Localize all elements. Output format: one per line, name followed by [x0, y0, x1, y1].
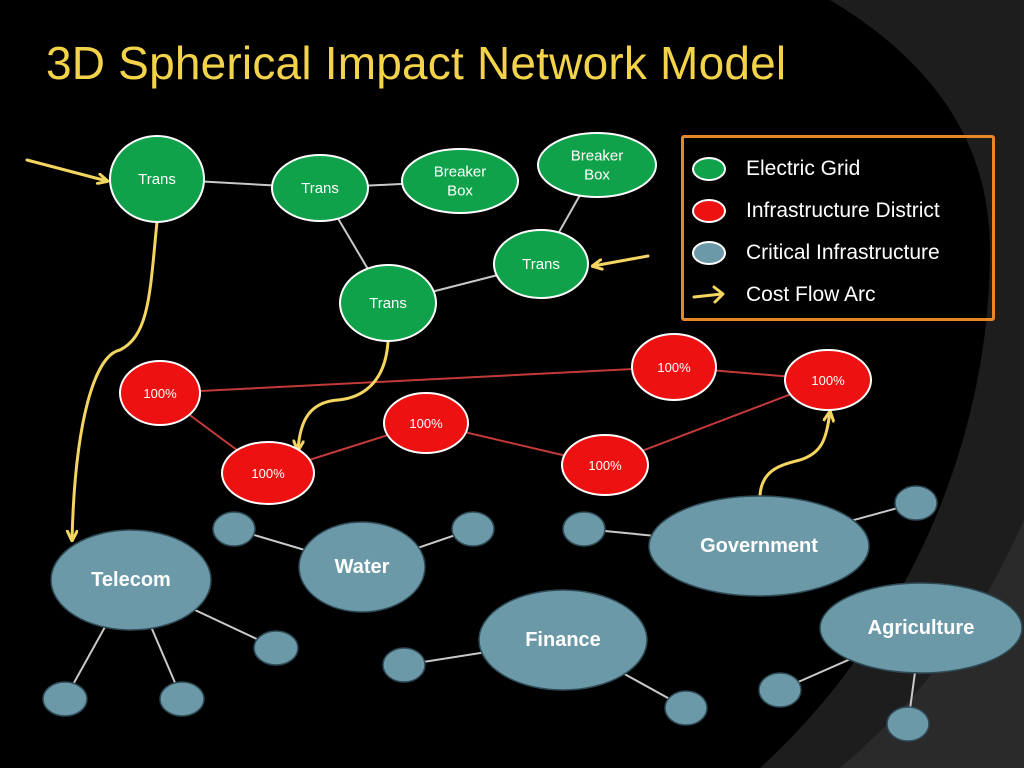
node-shape-district-3 — [383, 392, 469, 454]
node-shape-water — [298, 521, 426, 613]
node-finance-sat-1 — [382, 647, 426, 683]
slide-title: 3D Spherical Impact Network Model — [46, 37, 787, 89]
node-agriculture-sat-2 — [886, 706, 930, 742]
node-label-agriculture: Agriculture — [868, 617, 975, 639]
node-district-6: 100% — [784, 349, 872, 411]
node-district-1: 100% — [119, 360, 201, 426]
node-agriculture: Agriculture — [819, 582, 1023, 674]
node-telecom-sat-3 — [253, 630, 299, 666]
node-finance-sat-2 — [664, 690, 708, 726]
legend-item-critical-infrastructure: Critical Infrastructure — [692, 236, 940, 270]
node-district-3: 100% — [383, 392, 469, 454]
legend: Electric Grid Infrastructure District Cr… — [681, 135, 995, 321]
legend-label: Critical Infrastructure — [746, 241, 940, 264]
node-district-2: 100% — [221, 441, 315, 505]
node-label-government: Government — [700, 535, 818, 557]
node-shape-telecom-sat-2 — [159, 681, 205, 717]
node-shape-agriculture-sat-1 — [758, 672, 802, 708]
node-water: Water — [298, 521, 426, 613]
node-label-trans-2: Trans — [301, 180, 339, 197]
node-shape-telecom — [50, 529, 212, 631]
node-agriculture-sat-1 — [758, 672, 802, 708]
node-label-trans-4: Trans — [369, 295, 407, 312]
node-shape-telecom-sat-3 — [253, 630, 299, 666]
node-label-water: Water — [335, 556, 390, 578]
node-shape-trans-2 — [271, 154, 369, 222]
node-label-district-2: 100% — [251, 466, 285, 481]
node-shape-district-5 — [631, 333, 717, 401]
node-shape-district-2 — [221, 441, 315, 505]
node-water-sat-2 — [451, 511, 495, 547]
node-government-sat-1 — [562, 511, 606, 547]
cost-flow-arc-external-to-trans-1 — [25, 158, 107, 181]
legend-item-electric-grid: Electric Grid — [692, 152, 860, 186]
node-shape-agriculture-sat-2 — [886, 706, 930, 742]
legend-swatch-electric-grid — [692, 157, 726, 181]
node-label-district-6: 100% — [811, 373, 845, 388]
legend-label: Electric Grid — [746, 157, 861, 180]
cost-flow-arc-trans-4-to-district-2 — [298, 340, 390, 450]
node-district-4: 100% — [561, 434, 649, 496]
legend-label: Infrastructure District — [746, 199, 940, 222]
legend-swatch-critical-infrastructure — [692, 241, 726, 265]
legend-label: Cost Flow Arc — [746, 283, 876, 306]
node-finance: Finance — [478, 589, 648, 691]
node-shape-breaker-1 — [401, 148, 519, 214]
legend-swatch-infrastructure-district — [692, 199, 726, 223]
node-district-5: 100% — [631, 333, 717, 401]
node-shape-finance-sat-1 — [382, 647, 426, 683]
cost-flow-arc-government-to-district-6 — [758, 412, 830, 497]
node-shape-water-sat-1 — [212, 511, 256, 547]
node-label-telecom: Telecom — [91, 569, 171, 591]
node-telecom-sat-1 — [42, 681, 88, 717]
node-label-district-3: 100% — [409, 416, 443, 431]
node-water-sat-1 — [212, 511, 256, 547]
district-edge-district-1-district-5 — [159, 366, 675, 394]
cost-flow-arrow-icon — [692, 285, 725, 304]
node-shape-trans-3 — [493, 229, 589, 299]
node-telecom: Telecom — [50, 529, 212, 631]
node-trans-4: Trans — [339, 264, 437, 342]
node-telecom-sat-2 — [159, 681, 205, 717]
node-shape-district-6 — [784, 349, 872, 411]
node-label-finance: Finance — [525, 629, 601, 651]
node-label-district-4: 100% — [588, 458, 622, 473]
node-shape-district-4 — [561, 434, 649, 496]
node-shape-trans-1 — [109, 135, 205, 223]
node-shape-agriculture — [819, 582, 1023, 674]
node-shape-telecom-sat-1 — [42, 681, 88, 717]
node-trans-1: Trans — [109, 135, 205, 223]
legend-item-cost-flow-arc: Cost Flow Arc — [692, 278, 876, 312]
node-shape-government — [648, 495, 870, 597]
node-trans-3: Trans — [493, 229, 589, 299]
node-shape-water-sat-2 — [451, 511, 495, 547]
node-shape-district-1 — [119, 360, 201, 426]
node-shape-finance-sat-2 — [664, 690, 708, 726]
node-label-district-1: 100% — [143, 386, 177, 401]
cost-flow-arc-external-to-trans-3 — [593, 254, 650, 266]
node-label-district-5: 100% — [657, 360, 691, 375]
node-label-trans-3: Trans — [522, 256, 560, 273]
node-label-trans-1: Trans — [138, 171, 176, 188]
legend-item-infrastructure-district: Infrastructure District — [692, 194, 940, 228]
node-government-sat-2 — [894, 485, 938, 521]
node-shape-government-sat-2 — [894, 485, 938, 521]
cost-flow-arcs-layer — [25, 158, 830, 540]
node-shape-breaker-2 — [537, 132, 657, 198]
cost-flow-arc-trans-1-to-telecom — [72, 220, 159, 540]
node-shape-trans-4 — [339, 264, 437, 342]
node-shape-government-sat-1 — [562, 511, 606, 547]
node-government: Government — [648, 495, 870, 597]
node-trans-2: Trans — [271, 154, 369, 222]
node-shape-finance — [478, 589, 648, 691]
